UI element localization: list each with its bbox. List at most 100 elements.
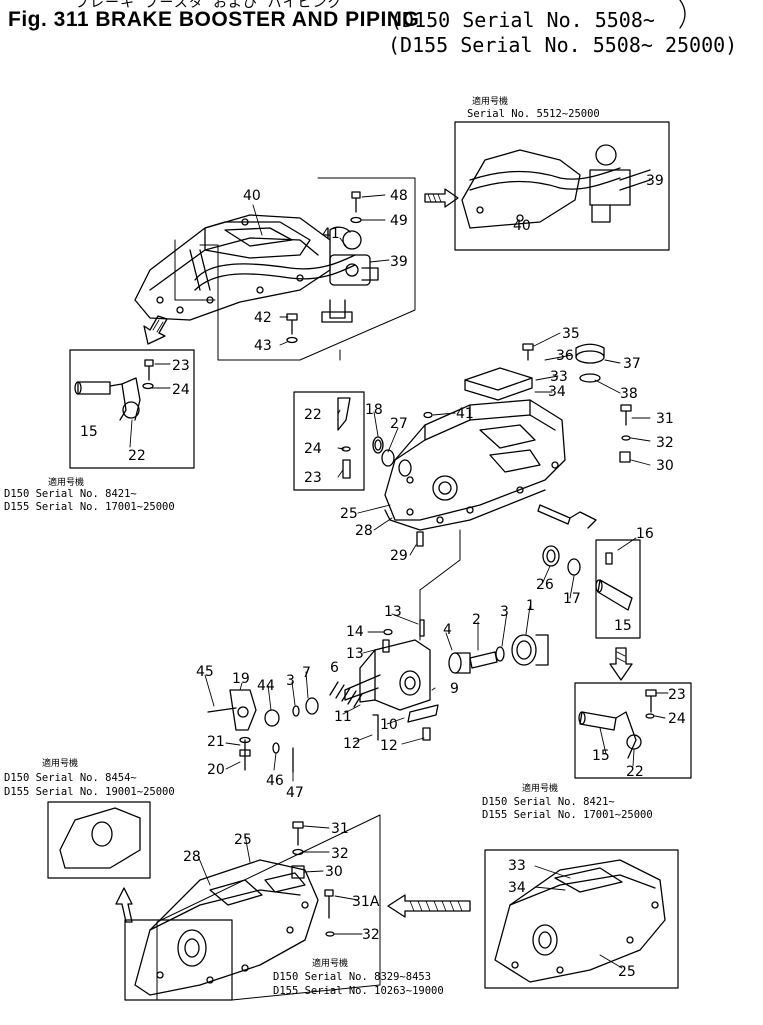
- bottom-center-d155: D155 Serial No. 10263~19000: [273, 985, 444, 997]
- part-30-bottom: 30: [325, 864, 343, 880]
- bottom-left-d150: D150 Serial No. 8454~: [4, 772, 137, 784]
- part-14: 14: [346, 624, 364, 640]
- part-44: 44: [257, 678, 275, 694]
- part-28-bottom: 28: [183, 849, 201, 865]
- part-16: 16: [636, 526, 654, 542]
- part-38: 38: [620, 386, 638, 402]
- part-13-upper: 13: [384, 604, 402, 620]
- part-10: 10: [380, 717, 398, 733]
- part-32-bottom: 32: [331, 846, 349, 862]
- part-43: 43: [254, 338, 272, 354]
- right-inset-d150: D150 Serial No. 8421~: [482, 796, 615, 808]
- part-25-mid: 25: [340, 506, 358, 522]
- part-41-top: 41: [322, 226, 340, 242]
- part-labels: 48 49 41 39 40 42 43 40 39 23 24 15 22 3…: [80, 173, 686, 980]
- part-41: 41: [456, 406, 474, 422]
- part-22-right: 22: [626, 764, 644, 780]
- applicable-label-right: 適用号機: [522, 782, 558, 794]
- part-46: 46: [266, 773, 284, 789]
- part-28-mid: 28: [355, 523, 373, 539]
- part-19: 19: [232, 671, 250, 687]
- part-15-mid: 15: [614, 618, 632, 634]
- part-32: 32: [656, 435, 674, 451]
- part-12-right: 12: [380, 738, 398, 754]
- part-22-left: 22: [128, 448, 146, 464]
- left-inset-d150: D150 Serial No. 8421~: [4, 488, 137, 500]
- part-25-bottom: 25: [234, 832, 252, 848]
- part-12-left: 12: [343, 736, 361, 752]
- part-39-inset: 39: [646, 173, 664, 189]
- left-inset-d155: D155 Serial No. 17001~25000: [4, 501, 175, 513]
- serial-range-d150: (D150 Serial No. 5508~: [390, 8, 655, 32]
- bottom-right-inset: [484, 849, 679, 989]
- applicable-label-bottom: 適用号機: [312, 957, 348, 969]
- applicable-label-bottom-left: 適用号機: [42, 757, 78, 769]
- part-7: 7: [302, 665, 311, 681]
- part-34-bottom: 34: [508, 880, 526, 896]
- part-3-left: 3: [286, 673, 295, 689]
- part-31: 31: [656, 411, 674, 427]
- applicable-label-top: 適用号機: [472, 95, 508, 107]
- serial-range-d155: (D155 Serial No. 5508~ 25000): [388, 33, 738, 57]
- bottom-center-housing: [124, 814, 471, 1001]
- applicable-label-left: 適用号機: [48, 476, 84, 488]
- part-2: 2: [472, 612, 481, 628]
- main-booster-housing: [293, 343, 641, 641]
- part-35: 35: [562, 326, 580, 342]
- part-42: 42: [254, 310, 272, 326]
- part-3-right: 3: [500, 604, 509, 620]
- part-32-bottom-b: 32: [362, 927, 380, 943]
- bottom-center-d150: D150 Serial No. 8329~8453: [273, 971, 431, 983]
- bottom-left-inset: [47, 801, 151, 923]
- header-bracket: [679, 0, 686, 29]
- part-45: 45: [196, 664, 214, 680]
- part-20: 20: [207, 762, 225, 778]
- leader-lines: [129, 194, 669, 969]
- part-15-left: 15: [80, 424, 98, 440]
- part-37: 37: [623, 356, 641, 372]
- part-34: 34: [548, 384, 566, 400]
- part-25-bottom-right: 25: [618, 964, 636, 980]
- part-49: 49: [390, 213, 408, 229]
- part-39-top: 39: [390, 254, 408, 270]
- part-24-left: 24: [172, 382, 190, 398]
- top-piping-assembly: [134, 177, 459, 361]
- part-23-left: 23: [172, 358, 190, 374]
- part-40-inset: 40: [513, 218, 531, 234]
- part-1: 1: [526, 598, 535, 614]
- part-9: 9: [450, 681, 459, 697]
- part-48: 48: [390, 188, 408, 204]
- part-33: 33: [550, 369, 568, 385]
- right-inset-lever: [574, 647, 692, 779]
- part-15-right: 15: [592, 748, 610, 764]
- figure-title: Fig. 311 BRAKE BOOSTER AND PIPING: [8, 8, 420, 31]
- part-31-bottom: 31: [331, 821, 349, 837]
- top-right-inset: [454, 121, 670, 251]
- part-47: 47: [286, 785, 304, 801]
- serial-notes: 適用号機 Serial No. 5512~25000 適用号機 D150 Ser…: [4, 95, 653, 997]
- part-24-right: 24: [668, 711, 686, 727]
- part-4: 4: [443, 622, 452, 638]
- part-21: 21: [207, 734, 225, 750]
- part-30: 30: [656, 458, 674, 474]
- part-18: 18: [365, 402, 383, 418]
- japanese-title: ブレーキ ブースタ および パイピング: [75, 0, 343, 11]
- part-11: 11: [334, 709, 352, 725]
- right-inset-d155: D155 Serial No. 17001~25000: [482, 809, 653, 821]
- part-17: 17: [563, 591, 581, 607]
- part-24-mid: 24: [304, 441, 322, 457]
- part-26: 26: [536, 577, 554, 593]
- part-22-mid: 22: [304, 407, 322, 423]
- part-31a: 31A: [352, 894, 380, 910]
- part-6: 6: [330, 660, 339, 676]
- part-36: 36: [556, 348, 574, 364]
- part-33-bottom: 33: [508, 858, 526, 874]
- part-23-right: 23: [668, 687, 686, 703]
- valve-body-assembly: [207, 619, 549, 773]
- bottom-left-d155: D155 Serial No. 19001~25000: [4, 786, 175, 798]
- left-inset-lever: [69, 349, 195, 469]
- part-27: 27: [390, 416, 408, 432]
- part-13-lower: 13: [346, 646, 364, 662]
